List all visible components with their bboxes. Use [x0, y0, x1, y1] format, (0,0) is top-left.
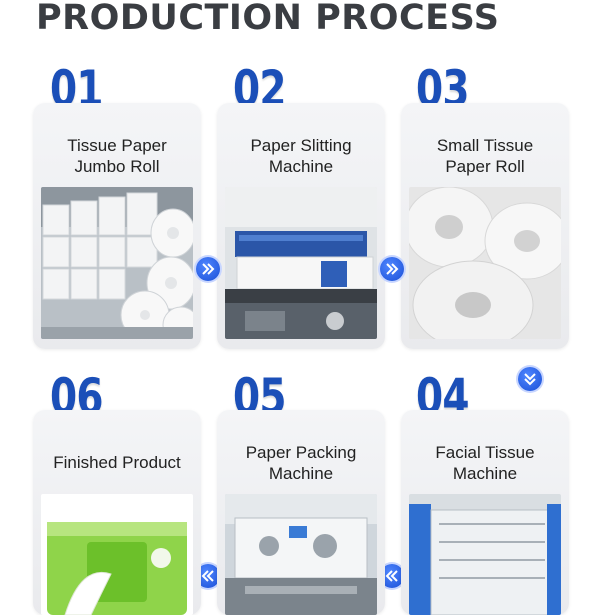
step-card-jumbo-roll: Tissue Paper Jumbo Roll: [33, 103, 201, 349]
step-label: Paper Packing Machine: [217, 442, 385, 484]
slitting-machine-image: [225, 187, 377, 339]
step-label-line1: Facial Tissue: [435, 443, 535, 462]
step-label-line1: Paper Slitting: [250, 136, 352, 155]
step-label-line1: Paper Packing: [245, 443, 357, 462]
double-chevron-right-icon: [196, 257, 220, 281]
facial-tissue-machine-image: [409, 494, 561, 615]
step-card-finished-product: Finished Product: [33, 410, 201, 615]
jumbo-roll-image: [41, 187, 193, 339]
step-card-small-roll: Small Tissue Paper Roll: [401, 103, 569, 349]
step-card-packing-machine: Paper Packing Machine: [217, 410, 385, 615]
step-label-line2: Machine: [268, 157, 334, 176]
finished-product-image: [41, 494, 193, 615]
step-label-line2: Machine: [452, 464, 518, 483]
step-label: Finished Product: [53, 453, 181, 472]
step-label: Facial Tissue Machine: [401, 442, 569, 484]
page-title: PRODUCTION PROCESS: [36, 0, 500, 38]
step-label: Tissue Paper Jumbo Roll: [33, 135, 201, 177]
step-card-facial-tissue-machine: Facial Tissue Machine: [401, 410, 569, 615]
step-label-line1: Tissue Paper: [67, 136, 167, 155]
double-chevron-down-icon: [518, 367, 542, 391]
double-chevron-right-icon: [380, 257, 404, 281]
step-label-line2: Jumbo Roll: [74, 157, 160, 176]
step-label-line2: Machine: [268, 464, 334, 483]
small-roll-image: [409, 187, 561, 339]
step-label-line2: Paper Roll: [445, 157, 525, 176]
step-label: Paper Slitting Machine: [217, 135, 385, 177]
step-label: Small Tissue Paper Roll: [401, 135, 569, 177]
step-card-slitting-machine: Paper Slitting Machine: [217, 103, 385, 349]
step-label-line1: Small Tissue: [436, 136, 534, 155]
packing-machine-image: [225, 494, 377, 615]
